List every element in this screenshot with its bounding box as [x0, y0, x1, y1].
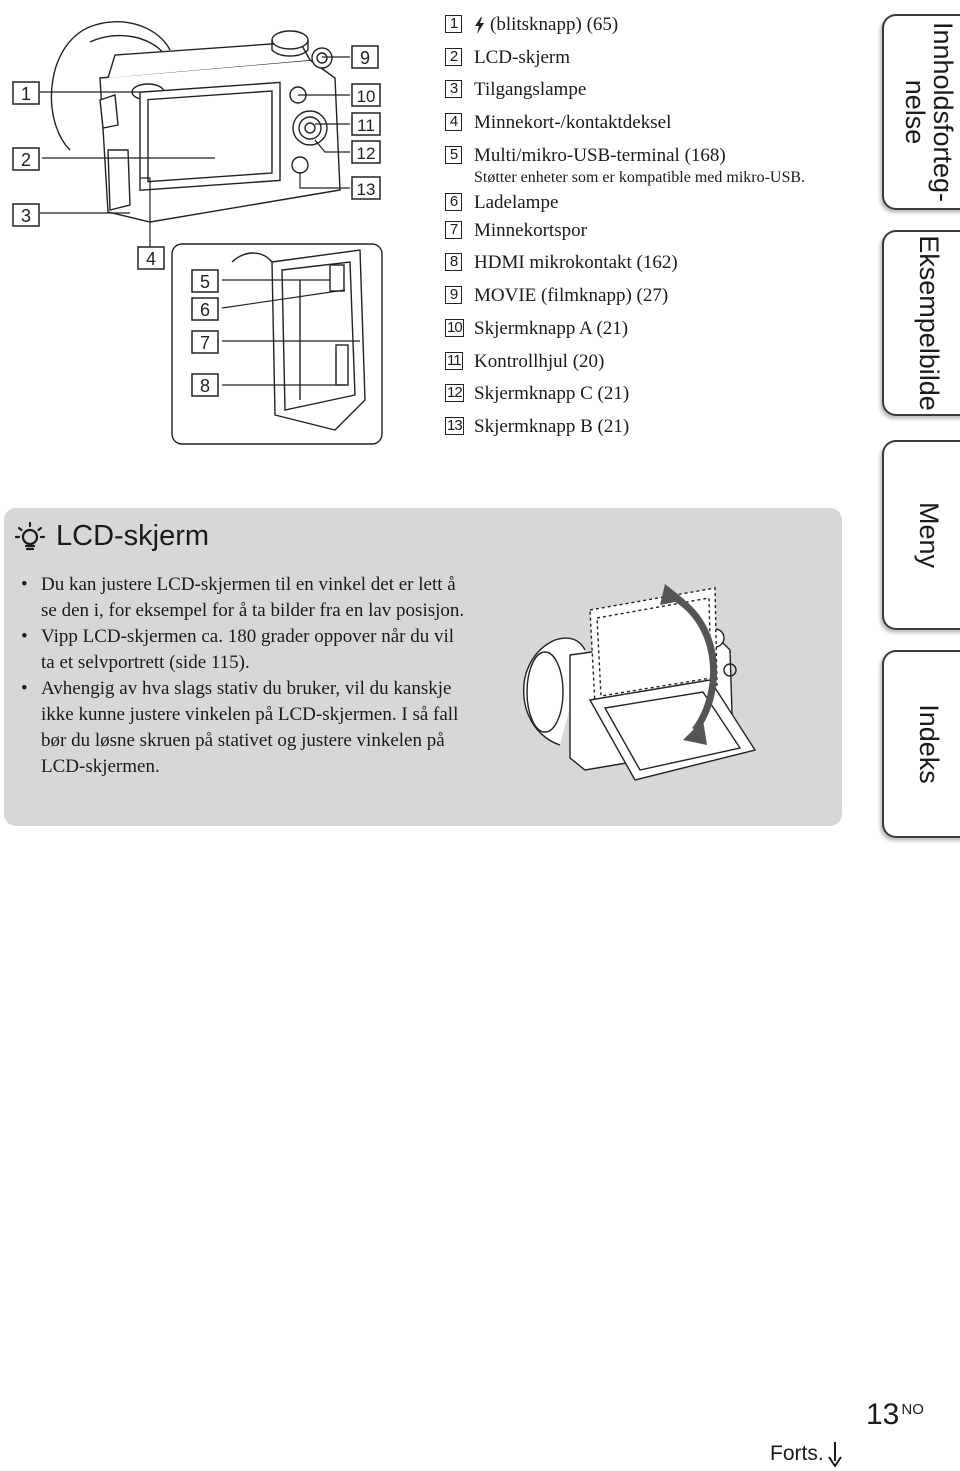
- tab-table-of-contents[interactable]: Innholdsforteg- nelse: [882, 14, 960, 210]
- list-item: 13 Skjermknapp B (21): [445, 416, 865, 438]
- svg-text:9: 9: [360, 48, 370, 68]
- svg-text:3: 3: [21, 206, 31, 226]
- item-label: MOVIE (filmknapp) (27): [474, 285, 669, 307]
- tip-heading: LCD-skjerm: [14, 516, 209, 556]
- callout-3: 3: [12, 203, 40, 227]
- svg-text:4: 4: [146, 249, 156, 269]
- camera-parts-illustration: 1 2 3 4 5 6 7 8: [12, 21, 383, 445]
- tab-label: Meny: [914, 501, 944, 569]
- item-label: Kontrollhjul (20): [474, 350, 605, 372]
- item-label: Skjermknapp B (21): [474, 415, 630, 437]
- callout-2: 2: [12, 147, 40, 171]
- item-number: 7: [445, 220, 462, 239]
- list-item: 9 MOVIE (filmknapp) (27): [445, 285, 865, 307]
- callout-9: 9: [351, 45, 379, 69]
- tip-bullet: Du kan justere LCD-skjermen til en vinke…: [20, 572, 470, 624]
- list-item: 2 LCD-skjerm: [445, 47, 865, 69]
- list-item: 10 Skjermknapp A (21): [445, 318, 865, 340]
- item-label: LCD-skjerm: [474, 46, 571, 68]
- callout-8: 8: [191, 373, 219, 397]
- callout-10: 10: [351, 83, 381, 107]
- page-number-suffix: NO: [901, 1401, 924, 1418]
- callout-13: 13: [351, 176, 381, 200]
- parts-list: 1 (blitsknapp) (65) 2 LCD-skjerm 3 Tilga…: [445, 14, 865, 449]
- svg-text:2: 2: [21, 150, 31, 170]
- callout-4: 4: [137, 246, 165, 270]
- svg-text:7: 7: [200, 333, 210, 353]
- item-number: 4: [445, 113, 462, 132]
- item-label: (blitsknapp) (65): [490, 14, 619, 35]
- lcd-tilt-illustration: [522, 584, 757, 781]
- item-number: 5: [445, 145, 462, 164]
- list-item: 5 Multi/mikro-USB-terminal (168) Støtter…: [445, 145, 865, 186]
- tip-title: LCD-skjerm: [56, 519, 210, 552]
- item-label: Minnekortspor: [474, 219, 587, 241]
- item-label: HDMI mikrokontakt (162): [474, 252, 678, 274]
- callout-1: 1: [12, 81, 40, 105]
- list-item: 6 Ladelampe: [445, 192, 865, 214]
- flash-icon: [475, 17, 484, 35]
- list-item: 1 (blitsknapp) (65): [445, 14, 865, 36]
- callout-6: 6: [191, 297, 219, 321]
- list-item: 8 HDMI mikrokontakt (162): [445, 252, 865, 274]
- item-label: Skjermknapp C (21): [474, 383, 630, 405]
- svg-text:6: 6: [200, 300, 210, 320]
- item-label: Skjermknapp A (21): [474, 317, 629, 339]
- item-number: 12: [445, 384, 464, 403]
- list-item: 11 Kontrollhjul (20): [445, 351, 865, 373]
- item-label: Minnekort-/kontaktdeksel: [474, 112, 672, 134]
- list-item: 3 Tilgangslampe: [445, 79, 865, 101]
- callout-5: 5: [191, 269, 219, 293]
- arrow-down-icon: [827, 1442, 842, 1467]
- item-number: 8: [445, 253, 462, 272]
- svg-text:13: 13: [357, 180, 376, 199]
- item-label: Ladelampe: [474, 191, 559, 213]
- lightbulb-hint-icon: [14, 521, 46, 551]
- item-number: 2: [445, 47, 462, 66]
- item-number: 13: [445, 416, 464, 435]
- item-number: 1: [445, 15, 462, 33]
- svg-text:1: 1: [21, 84, 31, 104]
- tip-bullet: Avhengig av hva slags stativ du bruker, …: [20, 676, 470, 780]
- item-label: Multi/mikro-USB-terminal (168): [474, 144, 726, 166]
- list-item: 7 Minnekortspor: [445, 220, 865, 242]
- item-number: 9: [445, 286, 462, 305]
- callout-7: 7: [191, 330, 219, 354]
- svg-text:11: 11: [357, 116, 375, 135]
- callout-12: 12: [351, 140, 381, 164]
- continued-link[interactable]: Forts.: [770, 1441, 842, 1467]
- svg-text:5: 5: [200, 272, 210, 292]
- item-number: 6: [445, 192, 462, 211]
- list-item: 4 Minnekort-/kontaktdeksel: [445, 112, 865, 134]
- tip-bullet: Vipp LCD-skjermen ca. 180 grader oppover…: [20, 624, 470, 676]
- tab-label: Eksempelbilde: [914, 235, 944, 411]
- tab-example-images[interactable]: Eksempelbilde: [882, 230, 960, 416]
- tab-label: Innholdsforteg- nelse: [900, 21, 958, 203]
- item-note: Støtter enheter som er kompatible med mi…: [474, 168, 806, 186]
- svg-text:10: 10: [357, 87, 376, 106]
- callout-11: 11: [351, 112, 381, 136]
- tip-bullets: Du kan justere LCD-skjermen til en vinke…: [20, 572, 470, 780]
- page-number-value: 13: [866, 1398, 900, 1431]
- svg-text:12: 12: [357, 144, 376, 163]
- item-label: Tilgangslampe: [474, 79, 587, 101]
- item-number: 11: [445, 351, 463, 370]
- tab-index[interactable]: Indeks: [882, 650, 960, 838]
- continued-label: Forts.: [770, 1442, 824, 1465]
- item-number: 3: [445, 80, 462, 99]
- tab-label: Indeks: [914, 704, 944, 784]
- item-number: 10: [445, 318, 464, 337]
- list-item: 12 Skjermknapp C (21): [445, 383, 865, 405]
- tab-menu[interactable]: Meny: [882, 440, 960, 630]
- svg-text:8: 8: [200, 376, 210, 396]
